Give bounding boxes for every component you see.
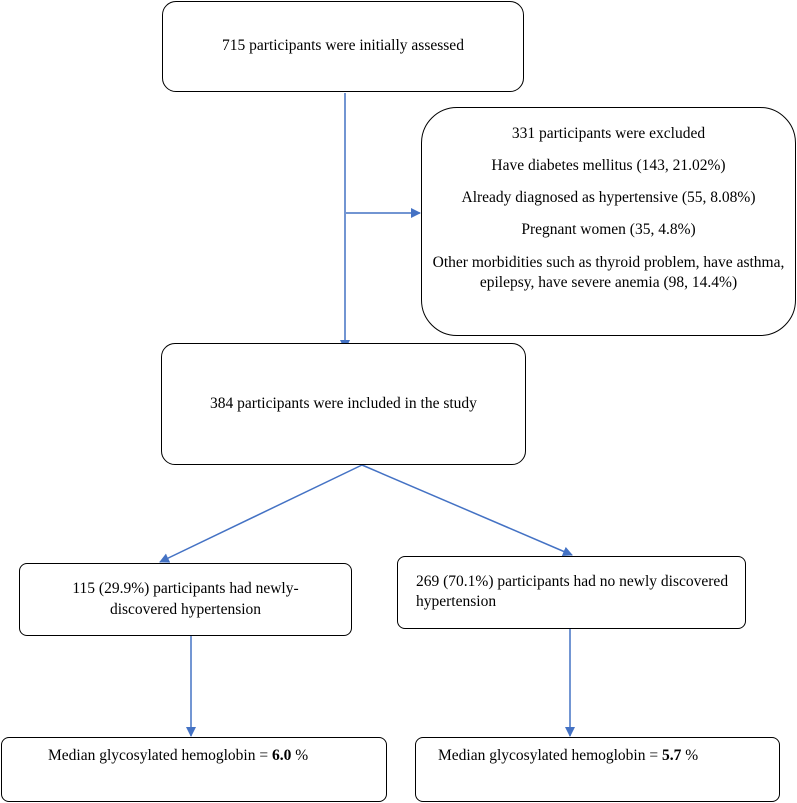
assessed-box: 715 participants were initially assessed xyxy=(162,1,524,92)
not-discovered-text: 269 (70.1%) participants had no newly di… xyxy=(416,573,729,611)
median-newly-label: Median glycosylated hemoglobin = xyxy=(48,747,272,764)
median-not-unit: % xyxy=(681,747,699,764)
median-newly-box: Median glycosylated hemoglobin = 6.0 % xyxy=(1,737,387,802)
excluded-reason-other: Other morbidities such as thyroid proble… xyxy=(432,253,785,291)
included-box: 384 participants were included in the st… xyxy=(161,343,526,465)
excluded-reason-pregnant: Pregnant women (35, 4.8%) xyxy=(521,221,696,239)
median-not-value: 5.7 xyxy=(661,747,682,764)
excluded-box: 331 participants were excluded Have diab… xyxy=(421,107,796,336)
not-discovered-box: 269 (70.1%) participants had no newly di… xyxy=(397,556,746,629)
newly-discovered-text: 115 (29.9%) participants had newly-disco… xyxy=(72,580,299,618)
included-text: 384 participants were included in the st… xyxy=(210,394,477,412)
assessed-text: 715 participants were initially assessed xyxy=(222,37,464,55)
median-newly-value: 6.0 xyxy=(271,747,292,764)
excluded-title: 331 participants were excluded xyxy=(511,125,706,142)
median-newly-unit: % xyxy=(291,747,309,764)
newly-discovered-box: 115 (29.9%) participants had newly-disco… xyxy=(19,563,352,636)
median-not-label: Median glycosylated hemoglobin = xyxy=(438,747,662,764)
median-not-box: Median glycosylated hemoglobin = 5.7 % xyxy=(415,737,780,802)
arrow-included-to-not xyxy=(361,464,573,557)
arrow-included-to-newly xyxy=(159,464,363,563)
excluded-reason-diabetes: Have diabetes mellitus (143, 21.02%) xyxy=(491,157,726,175)
excluded-reason-hypertensive: Already diagnosed as hypertensive (55, 8… xyxy=(461,189,756,207)
